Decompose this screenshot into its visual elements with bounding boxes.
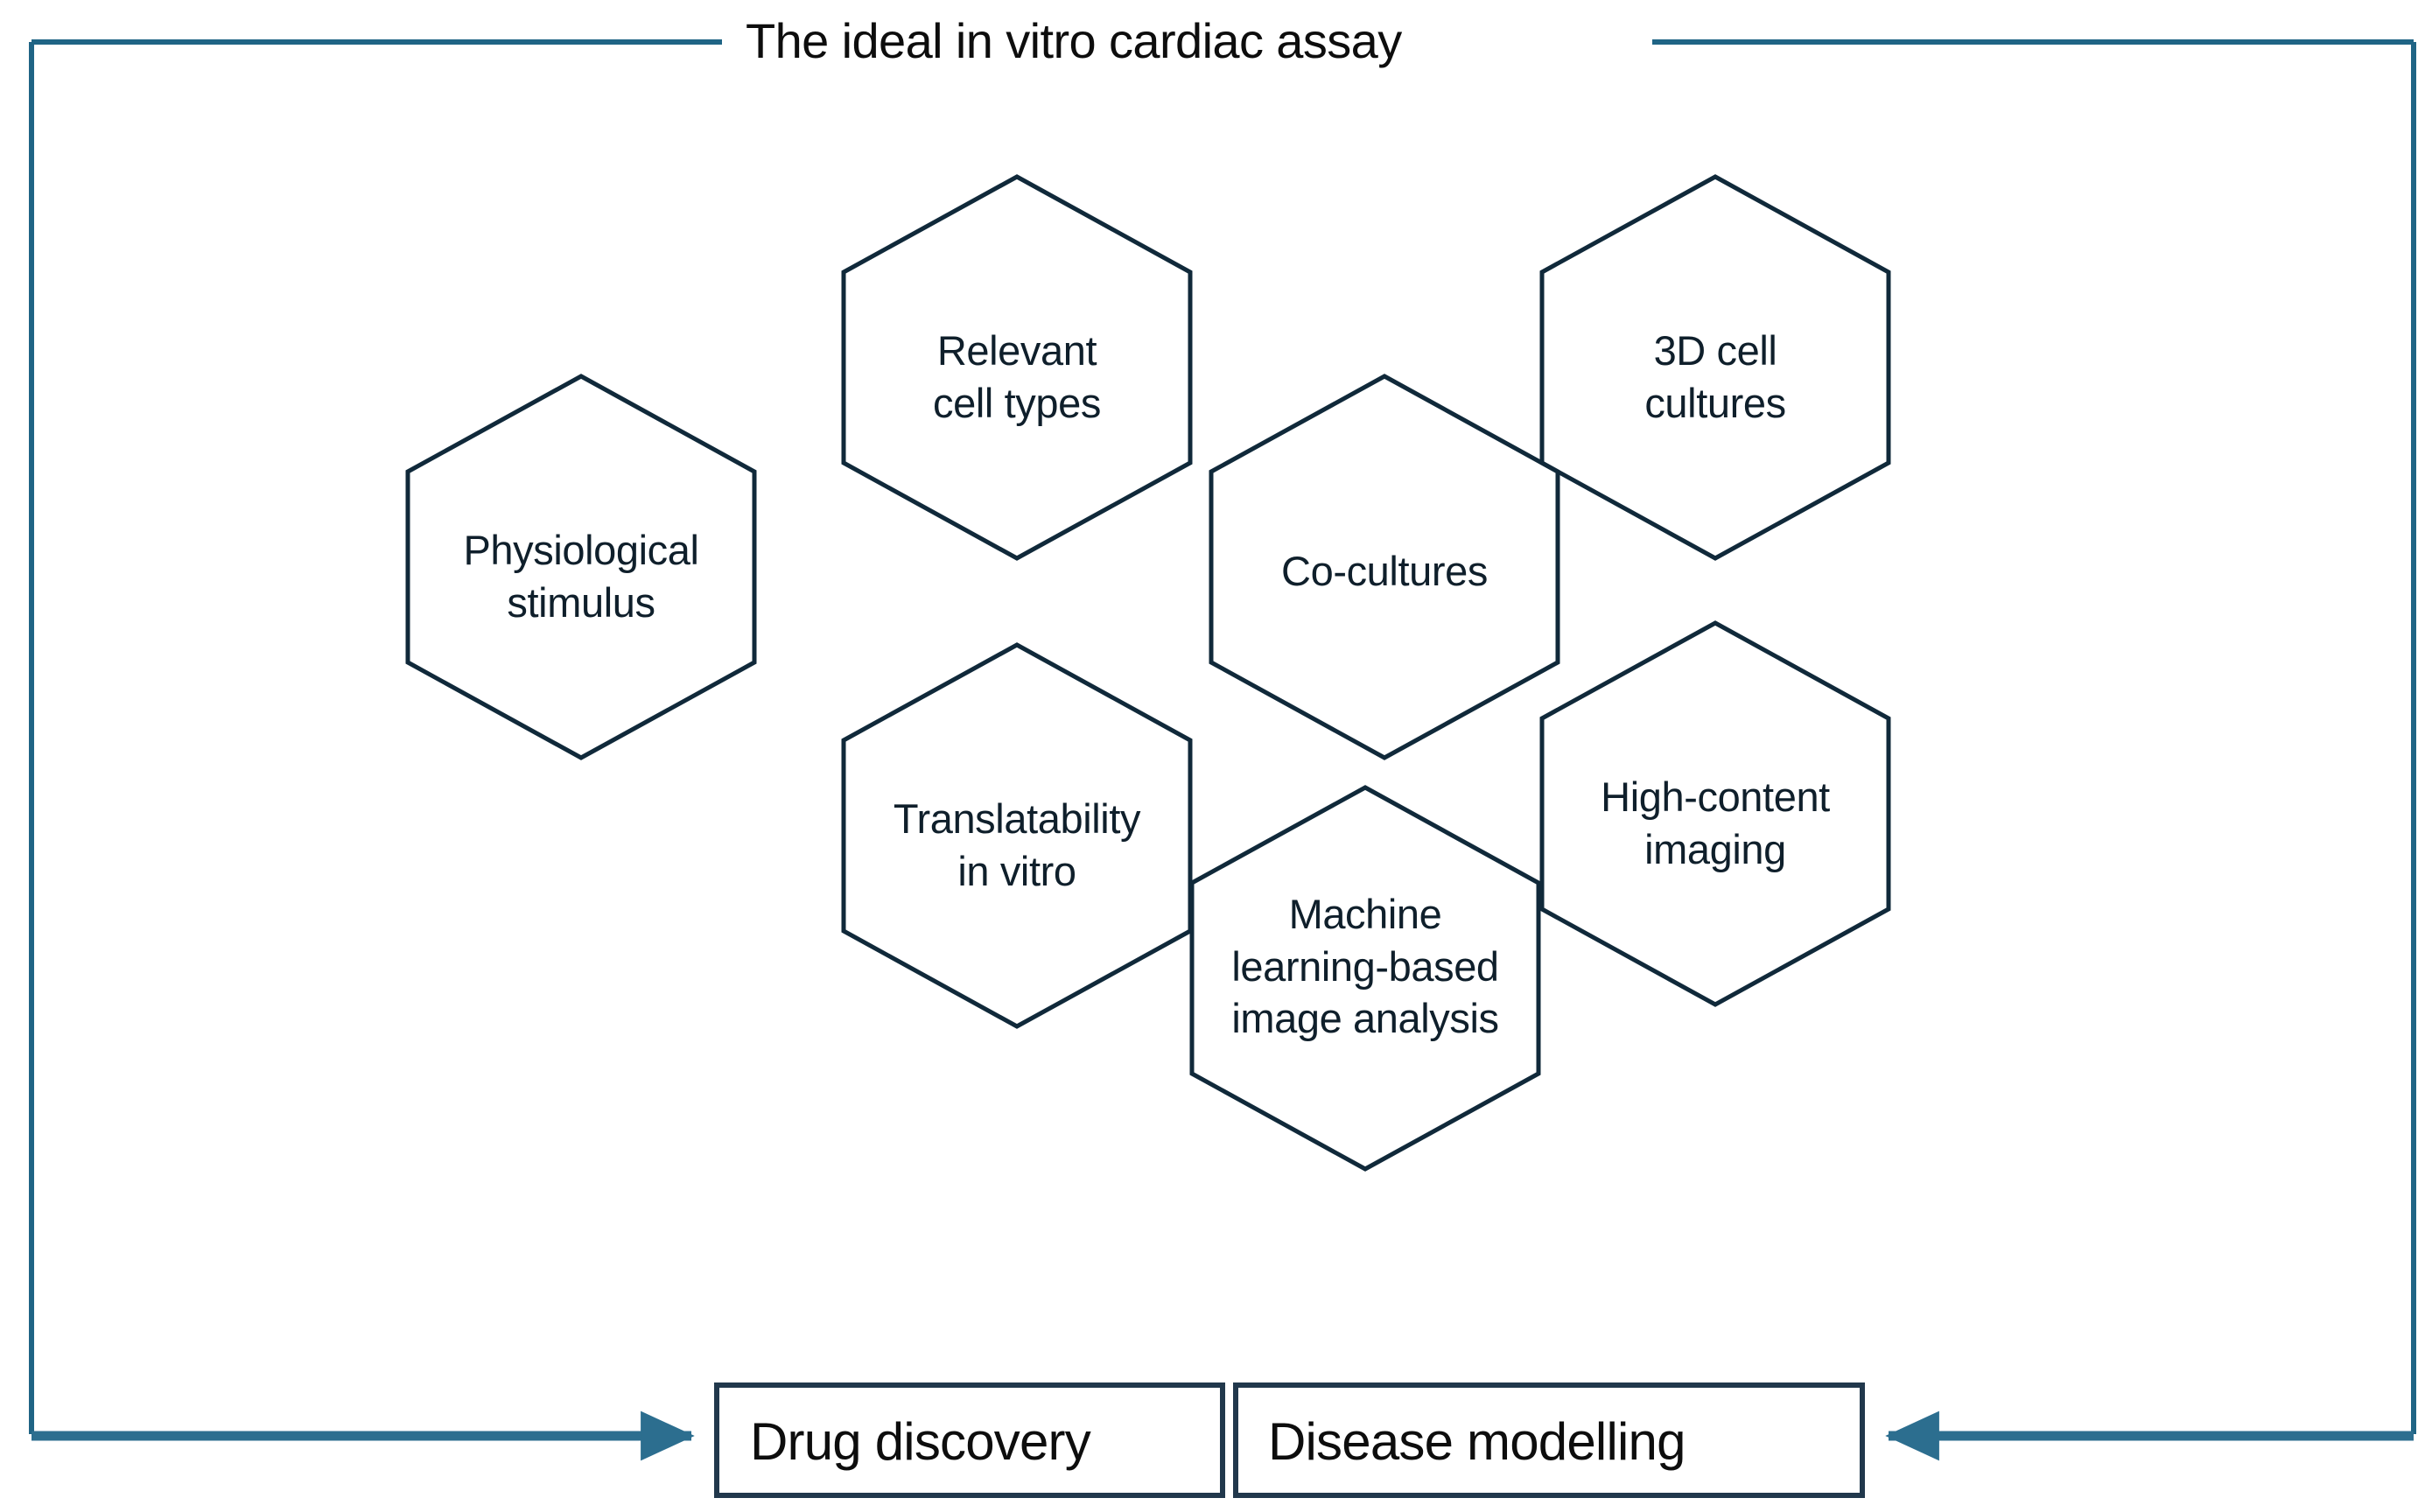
hexagon-co-cultures [1209, 374, 1560, 760]
hexagon-grid [405, 174, 1891, 1172]
outcome-label-disease-modelling: Disease modelling [1268, 1412, 1686, 1471]
outer-frame [29, 39, 2416, 1434]
outcome-label-drug-discovery: Drug discovery [750, 1412, 1091, 1471]
hexagon-3d-cell-cultures [1539, 174, 1891, 561]
outcome-box-drug-discovery [714, 1382, 1225, 1498]
outcome-box-disease-modelling [1233, 1382, 1865, 1498]
hexagon-relevant-cell-types [841, 174, 1193, 561]
hexagon-translatability-in-vitro [841, 642, 1193, 1029]
hexagon-ml-image-analysis [1189, 785, 1541, 1172]
hexagon-high-content-imaging [1539, 620, 1891, 1007]
outcome-box-group [714, 1382, 1865, 1498]
frame-title: The ideal in vitro cardiac assay [746, 13, 1402, 68]
hexagon-physiological-stimulus [405, 374, 757, 760]
